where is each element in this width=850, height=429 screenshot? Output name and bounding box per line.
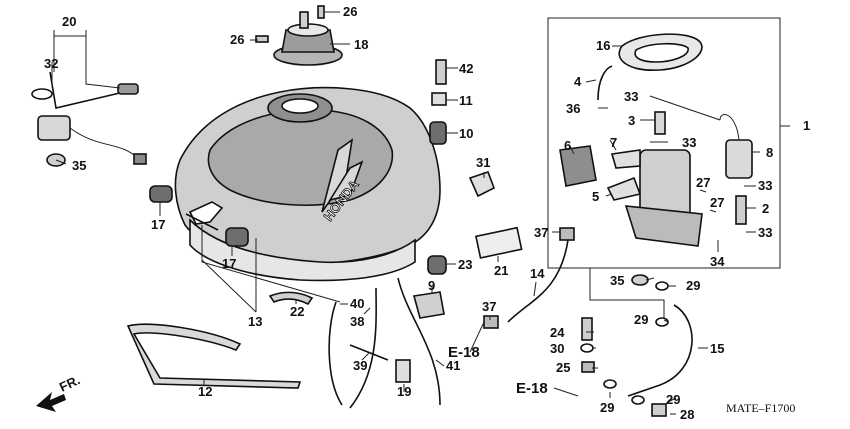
callout-3: 3 — [628, 113, 635, 128]
callout-31: 31 — [476, 155, 490, 170]
washer-29-a — [655, 281, 669, 291]
clip-31 — [468, 170, 496, 198]
washer-30 — [580, 343, 594, 353]
fuel-pump-assembly — [547, 17, 781, 269]
reference-e18-upper: E-18 — [448, 344, 480, 361]
callout-32: 32 — [44, 56, 58, 71]
leader-lines — [51, 11, 790, 415]
callout-5: 5 — [592, 189, 599, 204]
callout-29-c: 29 — [600, 400, 614, 415]
cap-bolt-left — [255, 35, 269, 43]
callout-25: 25 — [556, 360, 570, 375]
callout-29-a: 29 — [686, 278, 700, 293]
fuel-line-15 — [627, 304, 693, 397]
cushion-17-upper — [149, 185, 173, 203]
callout-17-upper: 17 — [151, 217, 165, 232]
fuel-cap-assembly — [273, 11, 343, 66]
callout-40: 40 — [350, 296, 364, 311]
callout-35-right: 35 — [610, 273, 624, 288]
diagram-code: MATE–F1700 — [726, 401, 795, 415]
grommet-35 — [631, 274, 649, 286]
callout-33-right: 33 — [758, 178, 772, 193]
callout-6: 6 — [564, 138, 571, 153]
callout-24: 24 — [550, 325, 565, 340]
washer-29-c — [603, 379, 617, 389]
callout-26-top: 26 — [343, 4, 357, 19]
callout-9: 9 — [428, 278, 435, 293]
fitting-25 — [581, 361, 595, 373]
rubber-mount-10 — [429, 121, 447, 145]
pad-22 — [268, 291, 314, 306]
clip-37-upper — [559, 227, 575, 241]
hose-38 — [349, 287, 377, 409]
bolt-24 — [581, 317, 593, 341]
callout-38: 38 — [350, 314, 364, 329]
callout-16: 16 — [596, 38, 610, 53]
washer-29-b — [655, 317, 669, 327]
callout-17-lower: 17 — [222, 256, 236, 271]
callout-41: 41 — [446, 358, 460, 373]
fitting-19 — [395, 359, 411, 383]
callout-27-upper: 27 — [696, 175, 710, 190]
nut-28 — [651, 403, 667, 417]
fuel-sender-unit — [31, 71, 147, 167]
clamp-9 — [412, 291, 445, 319]
callout-4: 4 — [574, 74, 582, 89]
callout-21: 21 — [494, 263, 508, 278]
callout-13: 13 — [248, 314, 262, 329]
front-direction-label: FR. — [57, 372, 82, 394]
callout-26-left: 26 — [230, 32, 244, 47]
callout-30: 30 — [550, 341, 564, 356]
callout-1: 1 — [803, 118, 810, 133]
reference-e18-lower: E-18 — [516, 380, 548, 397]
callout-42: 42 — [459, 61, 473, 76]
callout-33-bottom: 33 — [758, 225, 772, 240]
cap-bolt-top — [317, 5, 325, 19]
callout-33-top: 33 — [624, 89, 638, 104]
bolt-42 — [435, 59, 447, 85]
callout-12: 12 — [198, 384, 212, 399]
rubber-23 — [427, 255, 447, 275]
seal-strip-12 — [126, 323, 302, 389]
seal-21 — [474, 226, 523, 259]
callout-36: 36 — [566, 101, 580, 116]
cushion-17-lower — [225, 227, 249, 247]
callout-22: 22 — [290, 304, 304, 319]
callout-37-lower: 37 — [482, 299, 496, 314]
washer-29-d — [631, 395, 645, 405]
callout-10: 10 — [459, 126, 473, 141]
callout-23: 23 — [458, 257, 472, 272]
callout-35-left: 35 — [72, 158, 86, 173]
callout-14: 14 — [530, 266, 545, 281]
front-direction-arrow-icon — [36, 392, 66, 412]
collar-11 — [431, 92, 447, 106]
callout-11: 11 — [459, 93, 473, 108]
fuel-tank: HONDA — [174, 86, 441, 282]
callout-19: 19 — [397, 384, 411, 399]
callout-8: 8 — [766, 145, 773, 160]
callout-2: 2 — [762, 201, 769, 216]
callout-34: 34 — [710, 254, 725, 269]
callout-7: 7 — [610, 135, 617, 150]
clip-37-lower — [483, 315, 499, 329]
callout-39: 39 — [353, 358, 367, 373]
hose-40 — [328, 301, 343, 406]
callout-20: 20 — [62, 14, 76, 29]
callout-18: 18 — [354, 37, 368, 52]
callout-33-mid: 33 — [682, 135, 696, 150]
callout-28: 28 — [680, 407, 694, 422]
hose-41 — [397, 277, 441, 406]
callout-29-b: 29 — [634, 312, 648, 327]
callout-15: 15 — [710, 341, 724, 356]
hose-14 — [507, 239, 569, 323]
callout-37-upper: 37 — [534, 225, 548, 240]
callout-29-d: 29 — [666, 392, 680, 407]
callout-27-lower: 27 — [710, 195, 724, 210]
